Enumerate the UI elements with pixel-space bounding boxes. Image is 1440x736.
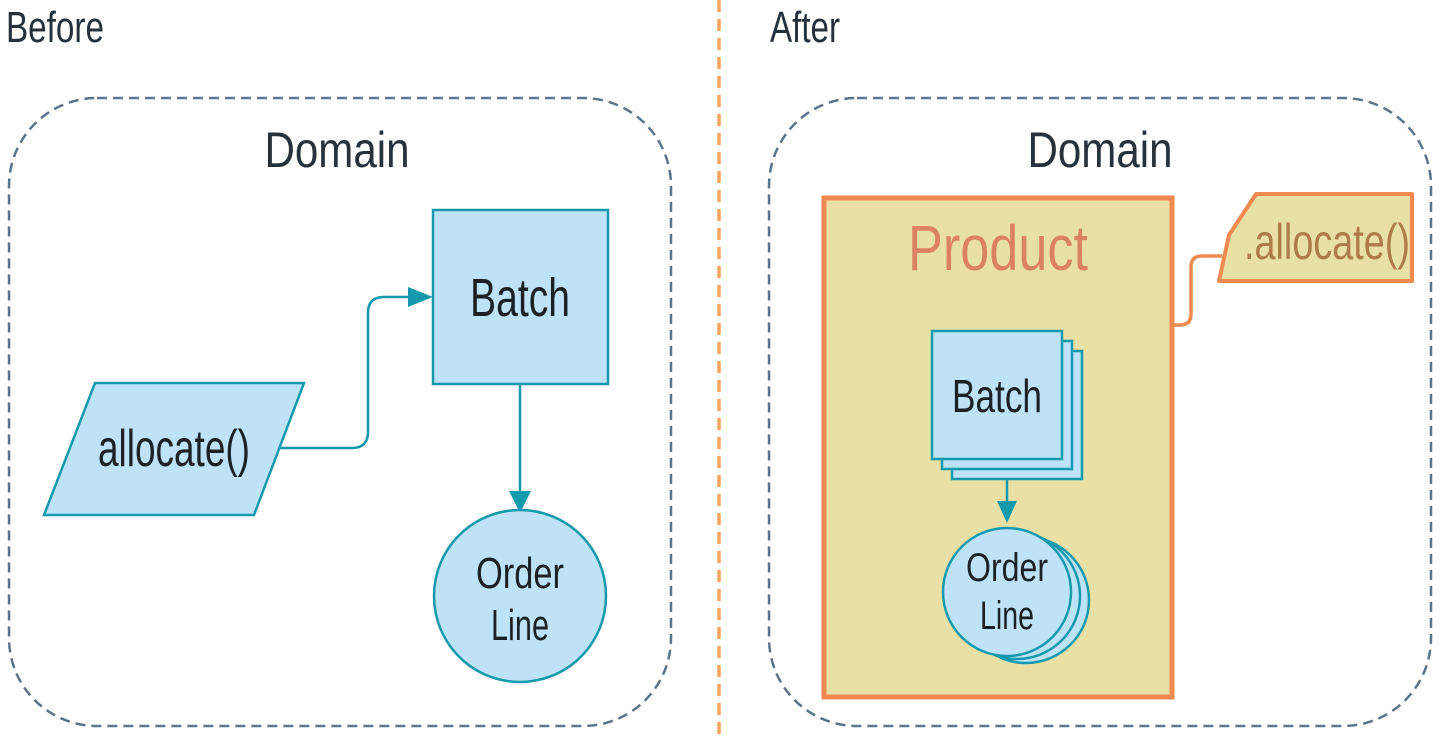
before-domain-label: Domain xyxy=(265,122,410,178)
allocate-method-tag xyxy=(1217,192,1414,283)
batch-stack-front xyxy=(930,329,1064,461)
batch-label: Batch xyxy=(470,268,570,328)
orderline-stack-front xyxy=(941,526,1073,658)
arrowhead-into-batch xyxy=(408,287,433,307)
product-label: Product xyxy=(908,212,1088,284)
batch-square xyxy=(431,208,610,386)
arrow-allocate-to-batch xyxy=(279,295,415,450)
order-line-label-line2: Line xyxy=(491,601,549,650)
allocate-label: allocate() xyxy=(98,420,250,478)
after-order-line-label-line1: Order xyxy=(966,546,1048,590)
arrowhead-into-orderlines xyxy=(997,501,1017,523)
arrowhead-into-orderline xyxy=(509,491,531,513)
before-title: Before xyxy=(6,3,104,52)
allocate-tag-label: .allocate() xyxy=(1244,214,1410,270)
panel-before: Before Domain allocate() Batch Order Lin… xyxy=(6,3,673,728)
order-line-label-line1: Order xyxy=(476,549,564,598)
after-title: After xyxy=(770,3,840,52)
allocate-parallelogram xyxy=(42,381,306,517)
after-domain-boundary xyxy=(767,96,1433,728)
panel-after: After Domain Product Batch Order Line .a… xyxy=(767,3,1433,728)
connector-product-to-allocate-tag xyxy=(1172,254,1222,327)
after-batch-label: Batch xyxy=(952,370,1042,422)
order-line-circle xyxy=(432,508,608,684)
after-order-line-label-line2: Line xyxy=(980,594,1034,638)
after-domain-label: Domain xyxy=(1028,122,1173,178)
before-domain-boundary xyxy=(7,96,673,728)
